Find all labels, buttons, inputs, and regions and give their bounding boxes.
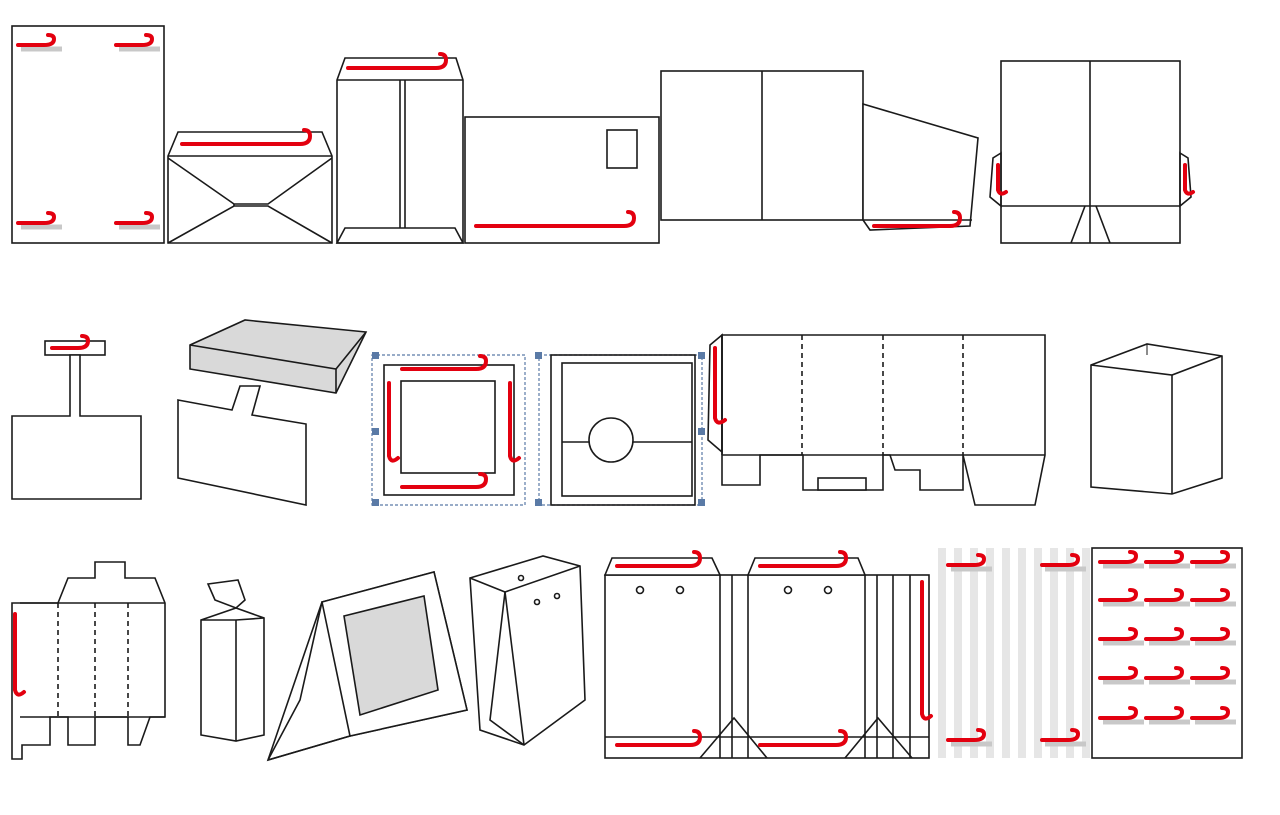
die-cut-display-carton bbox=[707, 333, 1046, 506]
selection-handle[interactable] bbox=[698, 428, 705, 435]
square-cd-sleeve-back bbox=[535, 352, 705, 506]
tuck-end-carton-flat bbox=[11, 561, 166, 760]
selection-handle[interactable] bbox=[372, 499, 379, 506]
paper-bag-flat bbox=[603, 550, 933, 759]
selection-handle[interactable] bbox=[698, 352, 705, 359]
hang-tab-card bbox=[11, 334, 142, 500]
selection-handle[interactable] bbox=[372, 428, 379, 435]
square-cd-sleeve-front bbox=[371, 352, 526, 506]
paper-bag-3d bbox=[469, 555, 586, 746]
striped-sheet-layout bbox=[938, 548, 1090, 758]
gusset-envelope bbox=[335, 52, 465, 244]
label-sheet-grid bbox=[1091, 547, 1243, 759]
folder-with-flap bbox=[660, 70, 979, 231]
diamond-flap-envelope bbox=[167, 128, 333, 244]
selection-handle[interactable] bbox=[372, 352, 379, 359]
selection-handle[interactable] bbox=[698, 499, 705, 506]
open-top-box bbox=[1090, 343, 1223, 495]
tent-photo-frame bbox=[266, 571, 468, 762]
flat-sheet bbox=[11, 25, 165, 244]
pocket-folder bbox=[989, 60, 1195, 244]
tuck-end-carton-3d bbox=[200, 579, 265, 742]
window-envelope bbox=[464, 116, 660, 244]
selection-box[interactable] bbox=[371, 354, 526, 506]
selection-handle[interactable] bbox=[535, 352, 542, 359]
selection-handle[interactable] bbox=[535, 499, 542, 506]
lid-box-with-card bbox=[177, 319, 368, 506]
